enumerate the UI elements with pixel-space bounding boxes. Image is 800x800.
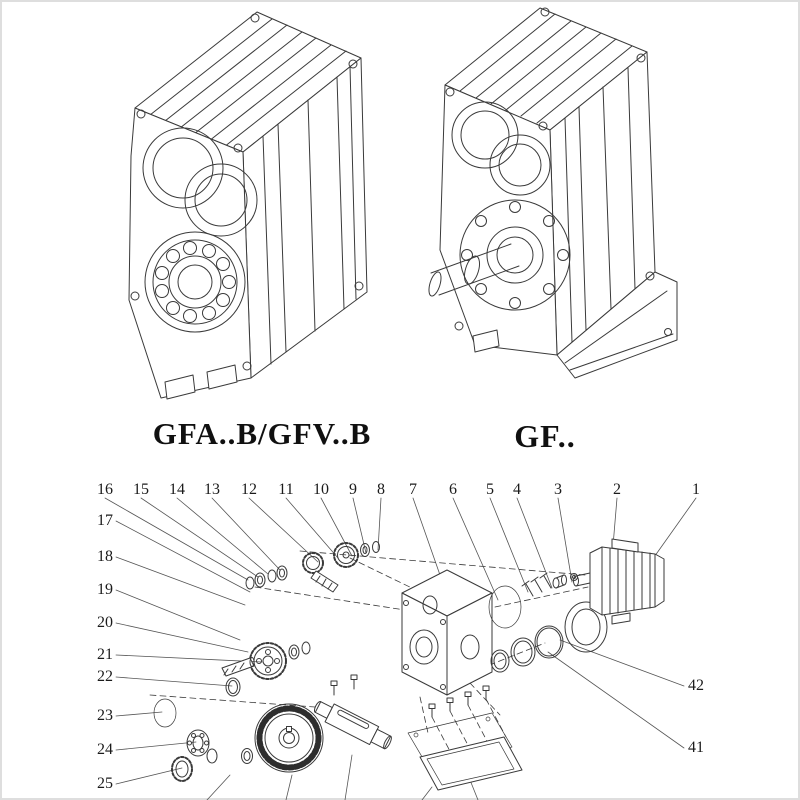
input-gear — [333, 541, 380, 568]
figure-caption-right: GF.. — [514, 418, 576, 454]
housing-base — [556, 271, 678, 379]
input-bores — [451, 101, 551, 196]
shaft-bolts — [330, 674, 358, 696]
flange-bolts — [521, 572, 552, 597]
part-callout: 4 — [513, 481, 521, 498]
output-shaft — [313, 701, 392, 750]
retaining-rings — [490, 625, 564, 673]
motor — [573, 538, 665, 625]
part-callout: 14 — [169, 481, 185, 498]
part-callout: 8 — [377, 481, 385, 498]
part-callout: 1 — [692, 481, 700, 498]
mounting-feet — [164, 364, 238, 400]
part-callout: 3 — [554, 481, 562, 498]
leader-lines — [104, 497, 697, 800]
bearing-cover — [564, 601, 608, 653]
exploded-parts-diagram — [104, 497, 697, 800]
intermediate-pinion — [221, 657, 255, 697]
figure-caption-left: GFA..B/GFV..B — [152, 416, 372, 451]
output-gear — [254, 703, 324, 773]
part-callout: 12 — [241, 481, 257, 498]
part-callout: 15 — [133, 481, 149, 498]
part-callout: 16 — [97, 481, 113, 498]
part-callout: 21 — [97, 646, 113, 663]
gearbox-solid-shaft-figure — [428, 7, 678, 379]
part-callout: 17 — [97, 512, 113, 529]
input-pinion-shaft — [302, 552, 339, 593]
housing-side-face — [242, 57, 368, 379]
part-callout: 5 — [486, 481, 494, 498]
part-callout: 24 — [97, 741, 113, 758]
part-callout: 19 — [97, 581, 113, 598]
input-gasket — [488, 585, 522, 629]
intermediate-gear — [249, 641, 311, 680]
part-callout: 2 — [613, 481, 621, 498]
output-shaft — [428, 243, 520, 297]
part-callout: 11 — [278, 481, 294, 498]
housing-top-face — [444, 7, 648, 131]
part-callout: 23 — [97, 707, 113, 724]
cover-bolts — [428, 685, 490, 718]
bolt-bosses — [445, 7, 672, 336]
mounting-feet — [472, 329, 500, 353]
part-callout: 7 — [409, 481, 417, 498]
assembly-axes — [149, 550, 589, 756]
output-bearing — [144, 231, 246, 333]
seal-and-bearings — [153, 698, 253, 782]
part-callout: 20 — [97, 614, 113, 631]
part-callout: 25 — [97, 775, 113, 792]
part-callout: 6 — [449, 481, 457, 498]
input-washer-stack — [245, 565, 288, 590]
gearbox-hollow-shaft-figure — [128, 11, 368, 400]
breather-plug — [552, 573, 578, 589]
part-callout: 9 — [349, 481, 357, 498]
part-callout: 42 — [688, 677, 704, 694]
part-callout: 18 — [97, 548, 113, 565]
part-callout: 13 — [204, 481, 220, 498]
cover-plate — [419, 736, 523, 791]
output-flange — [459, 199, 571, 311]
bolt-bosses — [130, 13, 364, 371]
gear-housing — [401, 569, 493, 696]
part-callout: 10 — [313, 481, 329, 498]
input-bores — [142, 127, 258, 237]
part-callout: 22 — [97, 668, 113, 685]
part-callout: 41 — [688, 739, 704, 756]
